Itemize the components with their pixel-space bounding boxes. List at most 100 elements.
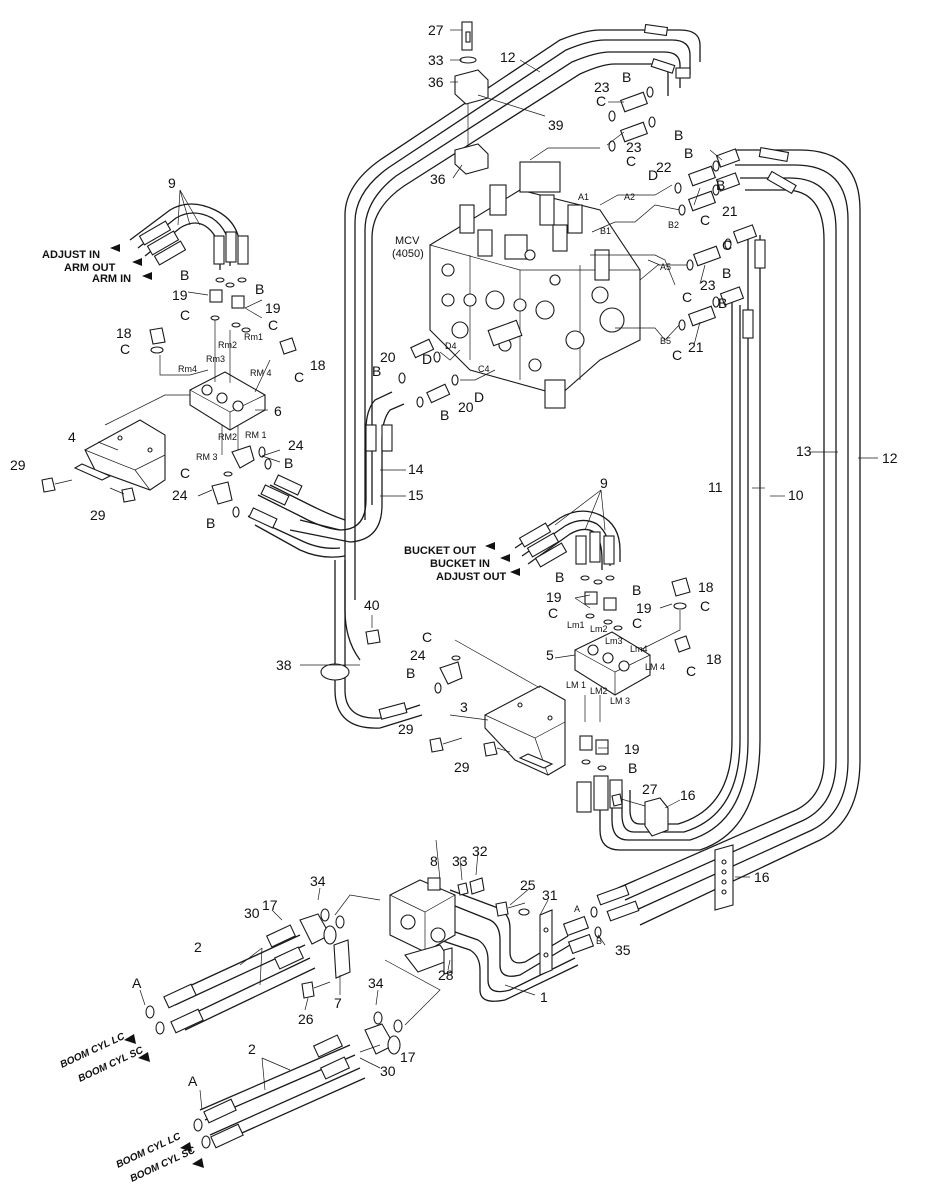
- port-b5: B5: [660, 336, 671, 346]
- callout-D-2: D: [422, 351, 432, 367]
- callout-C-14: C: [700, 598, 710, 614]
- clamp-36-top: [454, 21, 489, 175]
- port-RM1: RM 1: [245, 430, 267, 440]
- fittings-20: [398, 338, 459, 408]
- flow-bucket-out: BUCKET OUT: [404, 545, 476, 557]
- callout-B-6: B: [718, 295, 727, 311]
- callout-33-top: 33: [428, 52, 444, 68]
- callout-C-4: C: [722, 237, 732, 253]
- callout-B-7: B: [372, 363, 381, 379]
- callout-17-1: 17: [262, 897, 278, 913]
- callout-C-16: C: [422, 629, 432, 645]
- port-labels: A1 A2 B1 B2 A5 B5 D4 C4 Rm1 Rm2 Rm3 Rm4 …: [178, 192, 679, 946]
- port-rm4: Rm4: [178, 364, 197, 374]
- callout-B-4: B: [716, 177, 725, 193]
- callout-17-2: 17: [400, 1049, 416, 1065]
- callout-6: 6: [274, 403, 282, 419]
- callout-20-2: 20: [458, 399, 474, 415]
- port-rm1: Rm1: [244, 332, 263, 342]
- port-LM2: LM2: [590, 686, 608, 696]
- fittings-35: [562, 884, 640, 955]
- callout-23-1: 23: [594, 79, 610, 95]
- port-lm3: Lm3: [605, 636, 623, 646]
- callout-14: 14: [408, 461, 424, 477]
- callout-B-15: B: [406, 665, 415, 681]
- port-lm2: Lm2: [590, 624, 608, 634]
- callout-B-9: B: [180, 267, 189, 283]
- callout-31: 31: [542, 887, 558, 903]
- callout-numbers: 27 33 36 12 39 36 B 23 C B 23 C B 22 D B…: [10, 22, 898, 1089]
- mcv-label: MCV (4050): [392, 235, 424, 260]
- callout-9-left: 9: [168, 175, 176, 191]
- callout-20-1: 20: [380, 349, 396, 365]
- callout-19-1: 19: [172, 287, 188, 303]
- flow-arm-in: ARM IN: [92, 273, 131, 285]
- callout-29-2: 29: [90, 507, 106, 523]
- mcv-port-leaders: [439, 147, 690, 381]
- callout-32: 32: [472, 843, 488, 859]
- callout-26: 26: [298, 1011, 314, 1027]
- port-c4: C4: [478, 364, 490, 374]
- callout-29-3: 29: [398, 721, 414, 737]
- callout-leaders: [97, 29, 878, 1111]
- callout-D-1: D: [648, 167, 658, 183]
- callout-11: 11: [708, 479, 723, 495]
- callout-B-16: B: [628, 760, 637, 776]
- callout-34-2: 34: [368, 975, 384, 991]
- callout-B-5: B: [722, 265, 731, 281]
- callout-35: 35: [615, 942, 631, 958]
- callout-C-11: C: [180, 465, 190, 481]
- pipes-1: [424, 889, 579, 1002]
- callout-19-3: 19: [546, 589, 562, 605]
- hose-loop-10-11-12-13: [576, 146, 861, 926]
- callout-B-2: B: [674, 127, 683, 143]
- callout-3: 3: [460, 699, 468, 715]
- callout-39: 39: [548, 117, 564, 133]
- callout-B-13: B: [555, 569, 564, 585]
- port-rm2: Rm2: [218, 340, 237, 350]
- callout-C-6: C: [672, 347, 682, 363]
- callout-21-2: 21: [688, 339, 704, 355]
- bracket-3: [365, 629, 566, 776]
- callout-36-top: 36: [428, 74, 444, 90]
- port-RM2: RM2: [218, 432, 237, 442]
- callout-19-4: 19: [636, 600, 652, 616]
- callout-C-10: C: [294, 369, 304, 385]
- flow-arm-out: ARM OUT: [64, 262, 116, 274]
- flow-adjust-in: ADJUST IN: [42, 249, 100, 261]
- callout-C-5: C: [682, 289, 692, 305]
- left-hoses-9: [129, 203, 251, 333]
- fittings-24-left: [211, 445, 272, 518]
- port-d4: D4: [445, 341, 457, 351]
- callout-C-1: C: [596, 93, 606, 109]
- callout-B-8: B: [440, 407, 449, 423]
- manifold-6: [149, 320, 297, 455]
- callout-18-4: 18: [706, 651, 722, 667]
- callout-21-1: 21: [722, 203, 738, 219]
- callout-29-4: 29: [454, 759, 470, 775]
- port-rm3: Rm3: [206, 354, 225, 364]
- callout-B-11: B: [284, 455, 293, 471]
- callout-10: 10: [788, 487, 804, 503]
- port-lm1: Lm1: [567, 620, 585, 630]
- callout-A-1: A: [132, 975, 142, 991]
- callout-23-2: 23: [626, 139, 642, 155]
- callout-C-9: C: [120, 341, 130, 357]
- port-LM3: LM 3: [610, 696, 630, 706]
- callout-7: 7: [334, 995, 342, 1011]
- callout-B-1: B: [622, 69, 631, 85]
- port-LM1: LM 1: [566, 680, 586, 690]
- callout-C-12: C: [548, 605, 558, 621]
- port-RM3: RM 3: [196, 452, 218, 462]
- port-LM4: LM 4: [645, 662, 665, 672]
- callout-28: 28: [438, 967, 454, 983]
- callout-36-mid: 36: [430, 171, 446, 187]
- callout-33-bottom: 33: [452, 853, 468, 869]
- port-a2: A2: [624, 192, 635, 202]
- callout-C-15: C: [686, 663, 696, 679]
- callout-16-2: 16: [754, 869, 770, 885]
- callout-24-2: 24: [172, 487, 188, 503]
- callout-24-1: 24: [288, 437, 304, 453]
- callout-19-5: 19: [624, 741, 640, 757]
- callout-40: 40: [364, 597, 380, 613]
